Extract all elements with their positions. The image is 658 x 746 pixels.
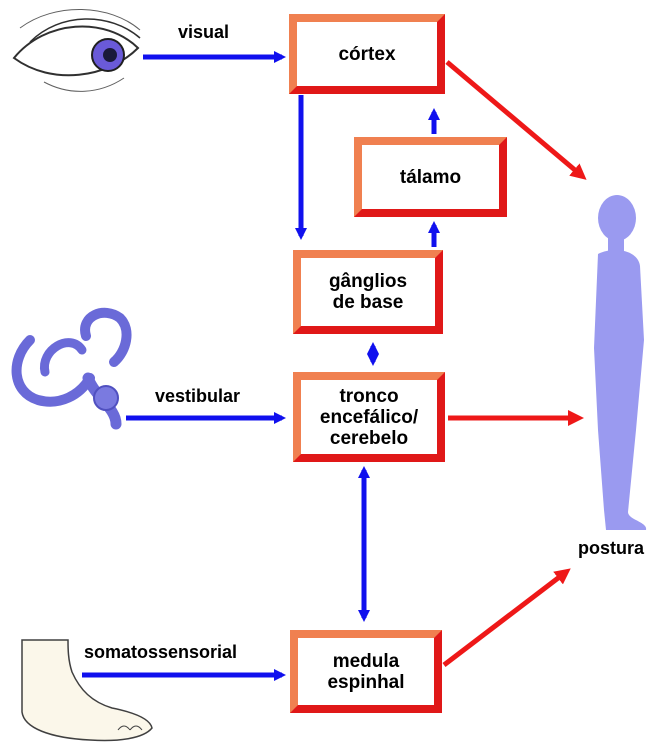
- vestibular-label: vestibular: [155, 386, 240, 407]
- human-figure-icon: [594, 195, 646, 530]
- somatosensory-label: somatossensorial: [84, 642, 237, 663]
- basal-ganglia-box: gânglios de base: [293, 250, 443, 334]
- eye-icon: [14, 9, 140, 91]
- inner-ear-icon: [17, 313, 127, 424]
- posture-label: postura: [578, 538, 644, 559]
- brainstem-box: tronco encefálico/ cerebelo: [293, 372, 445, 462]
- visual-label: visual: [178, 22, 229, 43]
- spinal-cord-box: medula espinhal: [290, 630, 442, 713]
- cortex-box: córtex: [289, 14, 445, 94]
- thalamus-box: tálamo: [354, 137, 507, 217]
- spinal-to-posture-arrow: [444, 572, 566, 665]
